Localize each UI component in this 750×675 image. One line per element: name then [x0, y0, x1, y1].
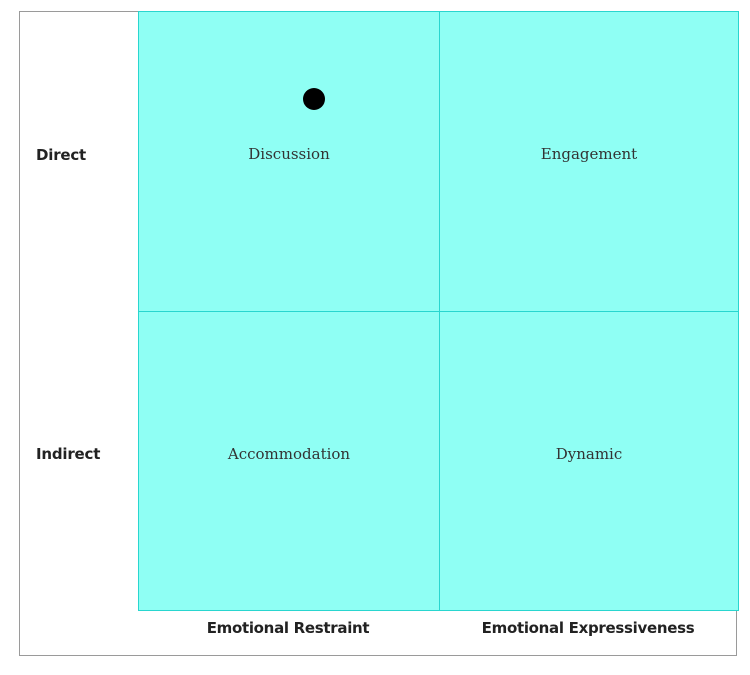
cell-accommodation: Accommodation	[227, 445, 351, 463]
column-label-expressiveness: Emotional Expressiveness	[481, 619, 695, 637]
cell-dynamic: Dynamic	[555, 445, 623, 463]
quadrant-grid: Discussion Engagement Accommodation Dyna…	[138, 11, 739, 611]
column-label-restraint: Emotional Restraint	[206, 619, 370, 637]
row-label-direct: Direct	[36, 146, 87, 164]
cell-engagement: Engagement	[540, 145, 638, 163]
row-label-indirect: Indirect	[36, 445, 101, 463]
horizontal-divider	[139, 311, 738, 312]
position-marker	[303, 88, 325, 110]
cell-discussion: Discussion	[248, 145, 330, 163]
